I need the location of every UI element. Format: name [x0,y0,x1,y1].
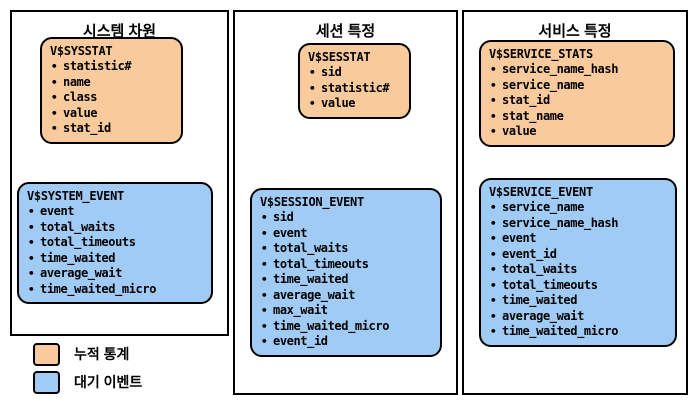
legend-label-stat: 누적 통계 [74,346,130,362]
field-item: event [27,204,204,220]
field-item: value [489,124,666,140]
field-item: service_name [489,200,668,216]
field-item: time_waited_micro [489,324,668,340]
field-item: statistic# [50,59,174,75]
field-list-sesstat: sid statistic# value [308,65,402,112]
entity-box-session-event[interactable]: V$SESSION_EVENT sid event total_waits to… [250,188,442,357]
field-item: sid [260,210,433,226]
field-item: total_timeouts [27,235,204,251]
field-item: statistic# [308,81,402,97]
field-item: time_waited_micro [260,319,433,335]
field-item: value [308,96,402,112]
field-item: average_wait [489,309,668,325]
field-item: stat_name [489,109,666,125]
legend: 누적 통계 대기 이벤트 [33,340,142,396]
legend-row-event: 대기 이벤트 [33,368,142,396]
entity-box-sesstat[interactable]: V$SESSTAT sid statistic# value [298,43,411,119]
field-item: time_waited [260,272,433,288]
entity-box-service-event[interactable]: V$SERVICE_EVENT service_name service_nam… [479,178,677,347]
entity-name-sysstat: V$SYSSTAT [50,44,113,58]
entity-box-system-event[interactable]: V$SYSTEM_EVENT event total_waits total_t… [17,182,213,304]
field-item: time_waited [27,251,204,267]
field-item: service_name_hash [489,62,666,78]
column-title-service: 서비스 특정 [538,23,612,40]
field-item: stat_id [489,93,666,109]
field-item: event_id [489,247,668,263]
field-item: average_wait [260,288,433,304]
legend-swatch-stat-icon [33,342,60,366]
entity-name-session-event: V$SESSION_EVENT [260,195,364,209]
field-item: event_id [260,334,433,350]
field-item: total_timeouts [489,278,668,294]
field-item: max_wait [260,303,433,319]
field-item: total_waits [27,220,204,236]
field-item: event [489,231,668,247]
column-title-system: 시스템 차원 [82,23,157,40]
field-list-session-event: sid event total_waits total_timeouts tim… [260,210,433,350]
field-item: total_timeouts [260,257,433,273]
field-item: event [260,226,433,242]
field-item: sid [308,65,402,81]
field-list-service-stats: service_name_hash service_name stat_id s… [489,62,666,140]
legend-swatch-event-icon [33,370,60,394]
field-item: time_waited_micro [27,282,204,298]
field-item: class [50,90,174,106]
field-list-sysstat: statistic# name class value stat_id [50,59,174,137]
field-item: time_waited [489,293,668,309]
entity-name-sesstat: V$SESSTAT [308,50,371,64]
field-list-system-event: event total_waits total_timeouts time_wa… [27,204,204,297]
field-item: total_waits [260,241,433,257]
legend-row-stat: 누적 통계 [33,340,142,368]
entity-name-service-event: V$SERVICE_EVENT [489,185,593,199]
field-item: name [50,75,174,91]
entity-name-system-event: V$SYSTEM_EVENT [27,189,124,203]
column-title-session: 세션 특정 [315,23,376,40]
field-item: stat_id [50,121,174,137]
field-item: value [50,106,174,122]
legend-label-event: 대기 이벤트 [74,374,143,390]
entity-box-service-stats[interactable]: V$SERVICE_STATS service_name_hash servic… [479,40,675,147]
entity-name-service-stats: V$SERVICE_STATS [489,47,593,61]
field-item: service_name [489,78,666,94]
field-item: service_name_hash [489,216,668,232]
field-item: total_waits [489,262,668,278]
entity-box-sysstat[interactable]: V$SYSSTAT statistic# name class value st… [40,37,183,144]
field-item: average_wait [27,266,204,282]
field-list-service-event: service_name service_name_hash event eve… [489,200,668,340]
